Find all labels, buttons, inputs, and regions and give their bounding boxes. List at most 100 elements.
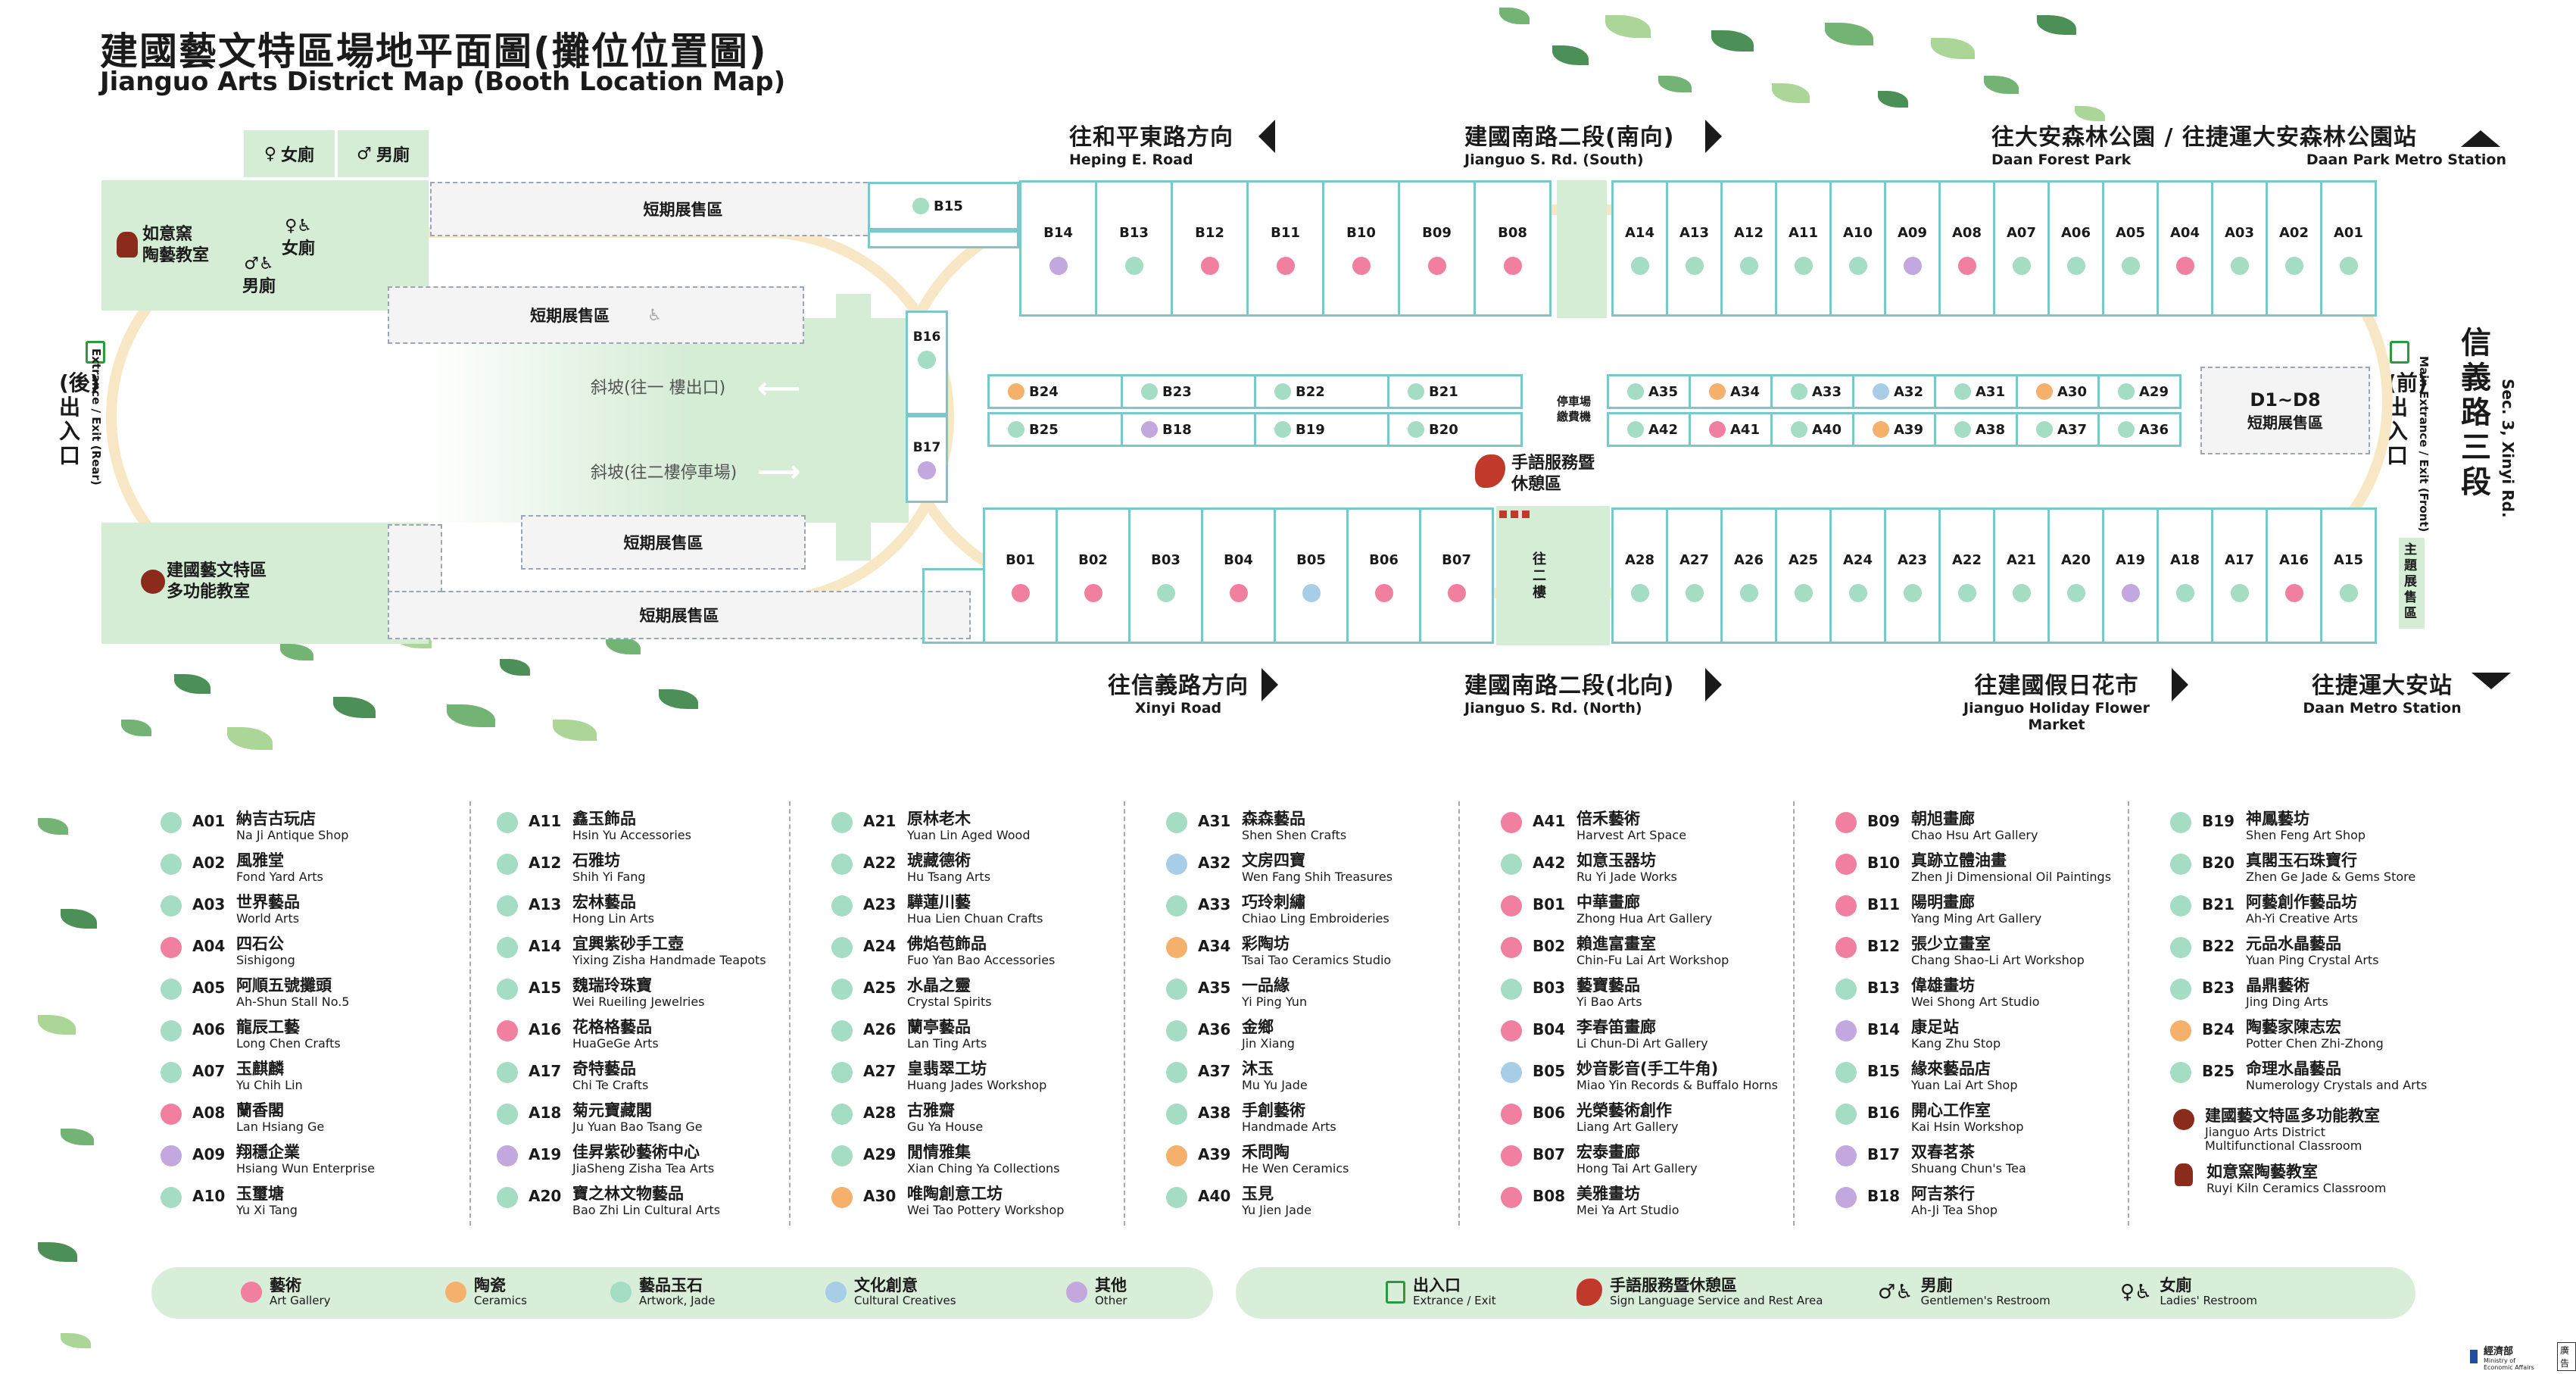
direction-flower-market: 往建國假日花市 Jianguo Holiday Flower Market [1963, 673, 2150, 733]
booth-a14[interactable]: A14 [1611, 180, 1668, 317]
booth-a12[interactable]: A12 [1720, 180, 1777, 317]
booth-b14[interactable]: B14 [1019, 180, 1097, 317]
booth-b11[interactable]: B11 [1246, 180, 1324, 317]
booth-a31[interactable]: A31 [1934, 374, 2018, 409]
booth-dot [2012, 257, 2031, 275]
booth-b16[interactable]: B16 [906, 311, 948, 415]
booth-b08[interactable]: B08 [1474, 180, 1552, 317]
booth-dot [2230, 584, 2249, 602]
booth-dot [1873, 421, 1889, 438]
booth-name-zh: 琥藏德術 [907, 851, 971, 870]
rear-exit-label[interactable]: (後)出入口 [59, 370, 100, 468]
booth-name-en: Zhen Ji Dimensional Oil Paintings [1911, 870, 2112, 884]
booth-a13[interactable]: A13 [1666, 180, 1723, 317]
booth-b19[interactable]: B19 [1254, 412, 1389, 447]
booth-b10[interactable]: B10 [1322, 180, 1400, 317]
booth-a26[interactable]: A26 [1720, 507, 1777, 644]
booth-a29[interactable]: A29 [2097, 374, 2181, 409]
booth-b04[interactable]: B04 [1201, 507, 1276, 644]
booth-a22[interactable]: A22 [1938, 507, 1995, 644]
category-dot [241, 1282, 262, 1303]
booth-b01[interactable]: B01 [983, 507, 1058, 644]
category-dot [831, 1145, 853, 1166]
booth-b09[interactable]: B09 [1398, 180, 1476, 317]
booth-a16[interactable]: A16 [2266, 507, 2322, 644]
booth-a23[interactable]: A23 [1884, 507, 1941, 644]
booth-a02[interactable]: A02 [2266, 180, 2322, 317]
restroom-female-block: ♀女廁 [244, 130, 335, 177]
booth-b24[interactable]: B24 [987, 374, 1123, 409]
booth-b20[interactable]: B20 [1387, 412, 1523, 447]
booth-a24[interactable]: A24 [1829, 507, 1886, 644]
booth-a32[interactable]: A32 [1852, 374, 1936, 409]
booth-label: B05 [1296, 552, 1326, 568]
booth-b02[interactable]: B02 [1056, 507, 1131, 644]
booth-a17[interactable]: A17 [2211, 507, 2268, 644]
booth-a28[interactable]: A28 [1611, 507, 1668, 644]
booth-a04[interactable]: A04 [2157, 180, 2213, 317]
booth-a19[interactable]: A19 [2102, 507, 2159, 644]
booth-name-en: World Arts [236, 911, 300, 926]
booth-a35[interactable]: A35 [1607, 374, 1691, 409]
booth-a27[interactable]: A27 [1666, 507, 1723, 644]
ramp-down-label: 斜坡(往二樓停車場) [591, 464, 738, 482]
booth-b21[interactable]: B21 [1387, 374, 1523, 409]
accessible-icon: ♿ [647, 306, 662, 324]
booth-dot [1008, 421, 1024, 438]
booth-a38[interactable]: A38 [1934, 412, 2018, 447]
booth-a20[interactable]: A20 [2047, 507, 2104, 644]
booth-code: A13 [529, 895, 562, 913]
booth-a37[interactable]: A37 [2016, 412, 2100, 447]
booth-dot [2012, 584, 2031, 602]
booth-a15[interactable]: A15 [2320, 507, 2377, 644]
booth-b23[interactable]: B23 [1121, 374, 1256, 409]
booth-dot [1903, 584, 1922, 602]
booth-a42[interactable]: A42 [1607, 412, 1691, 447]
booth-b05[interactable]: B05 [1274, 507, 1349, 644]
booth-b13[interactable]: B13 [1095, 180, 1173, 317]
booth-a36[interactable]: A36 [2097, 412, 2181, 447]
booth-label: A24 [1843, 552, 1873, 568]
booth-a09[interactable]: A09 [1884, 180, 1941, 317]
booth-b06[interactable]: B06 [1346, 507, 1421, 644]
booth-b12[interactable]: B12 [1171, 180, 1249, 317]
booth-a18[interactable]: A18 [2157, 507, 2213, 644]
booth-a41[interactable]: A41 [1689, 412, 1773, 447]
booth-label: A15 [2334, 552, 2363, 568]
booth-a08[interactable]: A08 [1938, 180, 1995, 317]
booth-code: A04 [192, 937, 226, 955]
booth-a30[interactable]: A30 [2016, 374, 2100, 409]
booth-code: A20 [529, 1187, 562, 1205]
booth-dot [1049, 257, 1068, 275]
booth-a34[interactable]: A34 [1689, 374, 1773, 409]
booth-b17[interactable]: B17 [906, 415, 948, 503]
booth-b07[interactable]: B07 [1419, 507, 1494, 644]
category-dot [161, 812, 182, 833]
booth-dot [2230, 257, 2249, 275]
booth-code: B02 [1533, 937, 1566, 955]
booth-a40[interactable]: A40 [1770, 412, 1854, 447]
booth-a03[interactable]: A03 [2211, 180, 2268, 317]
booth-code: A39 [1198, 1145, 1231, 1163]
booth-a10[interactable]: A10 [1829, 180, 1886, 317]
booth-a05[interactable]: A05 [2102, 180, 2159, 317]
booth-a33[interactable]: A33 [1770, 374, 1854, 409]
booth-a21[interactable]: A21 [1993, 507, 2050, 644]
booth-a07[interactable]: A07 [1993, 180, 2050, 317]
booth-b18[interactable]: B18 [1121, 412, 1256, 447]
booth-a25[interactable]: A25 [1775, 507, 1832, 644]
booth-b15[interactable]: B15 [868, 182, 1019, 230]
booth-label: A12 [1734, 225, 1764, 241]
booth-dot [1957, 584, 1976, 602]
booth-b03[interactable]: B03 [1128, 507, 1203, 644]
booth-label: A23 [1898, 552, 1927, 568]
booth-a11[interactable]: A11 [1775, 180, 1832, 317]
booth-a01[interactable]: A01 [2320, 180, 2377, 317]
booth-b22[interactable]: B22 [1254, 374, 1389, 409]
booth-a06[interactable]: A06 [2047, 180, 2104, 317]
booth-a39[interactable]: A39 [1852, 412, 1936, 447]
booth-b25[interactable]: B25 [987, 412, 1123, 447]
